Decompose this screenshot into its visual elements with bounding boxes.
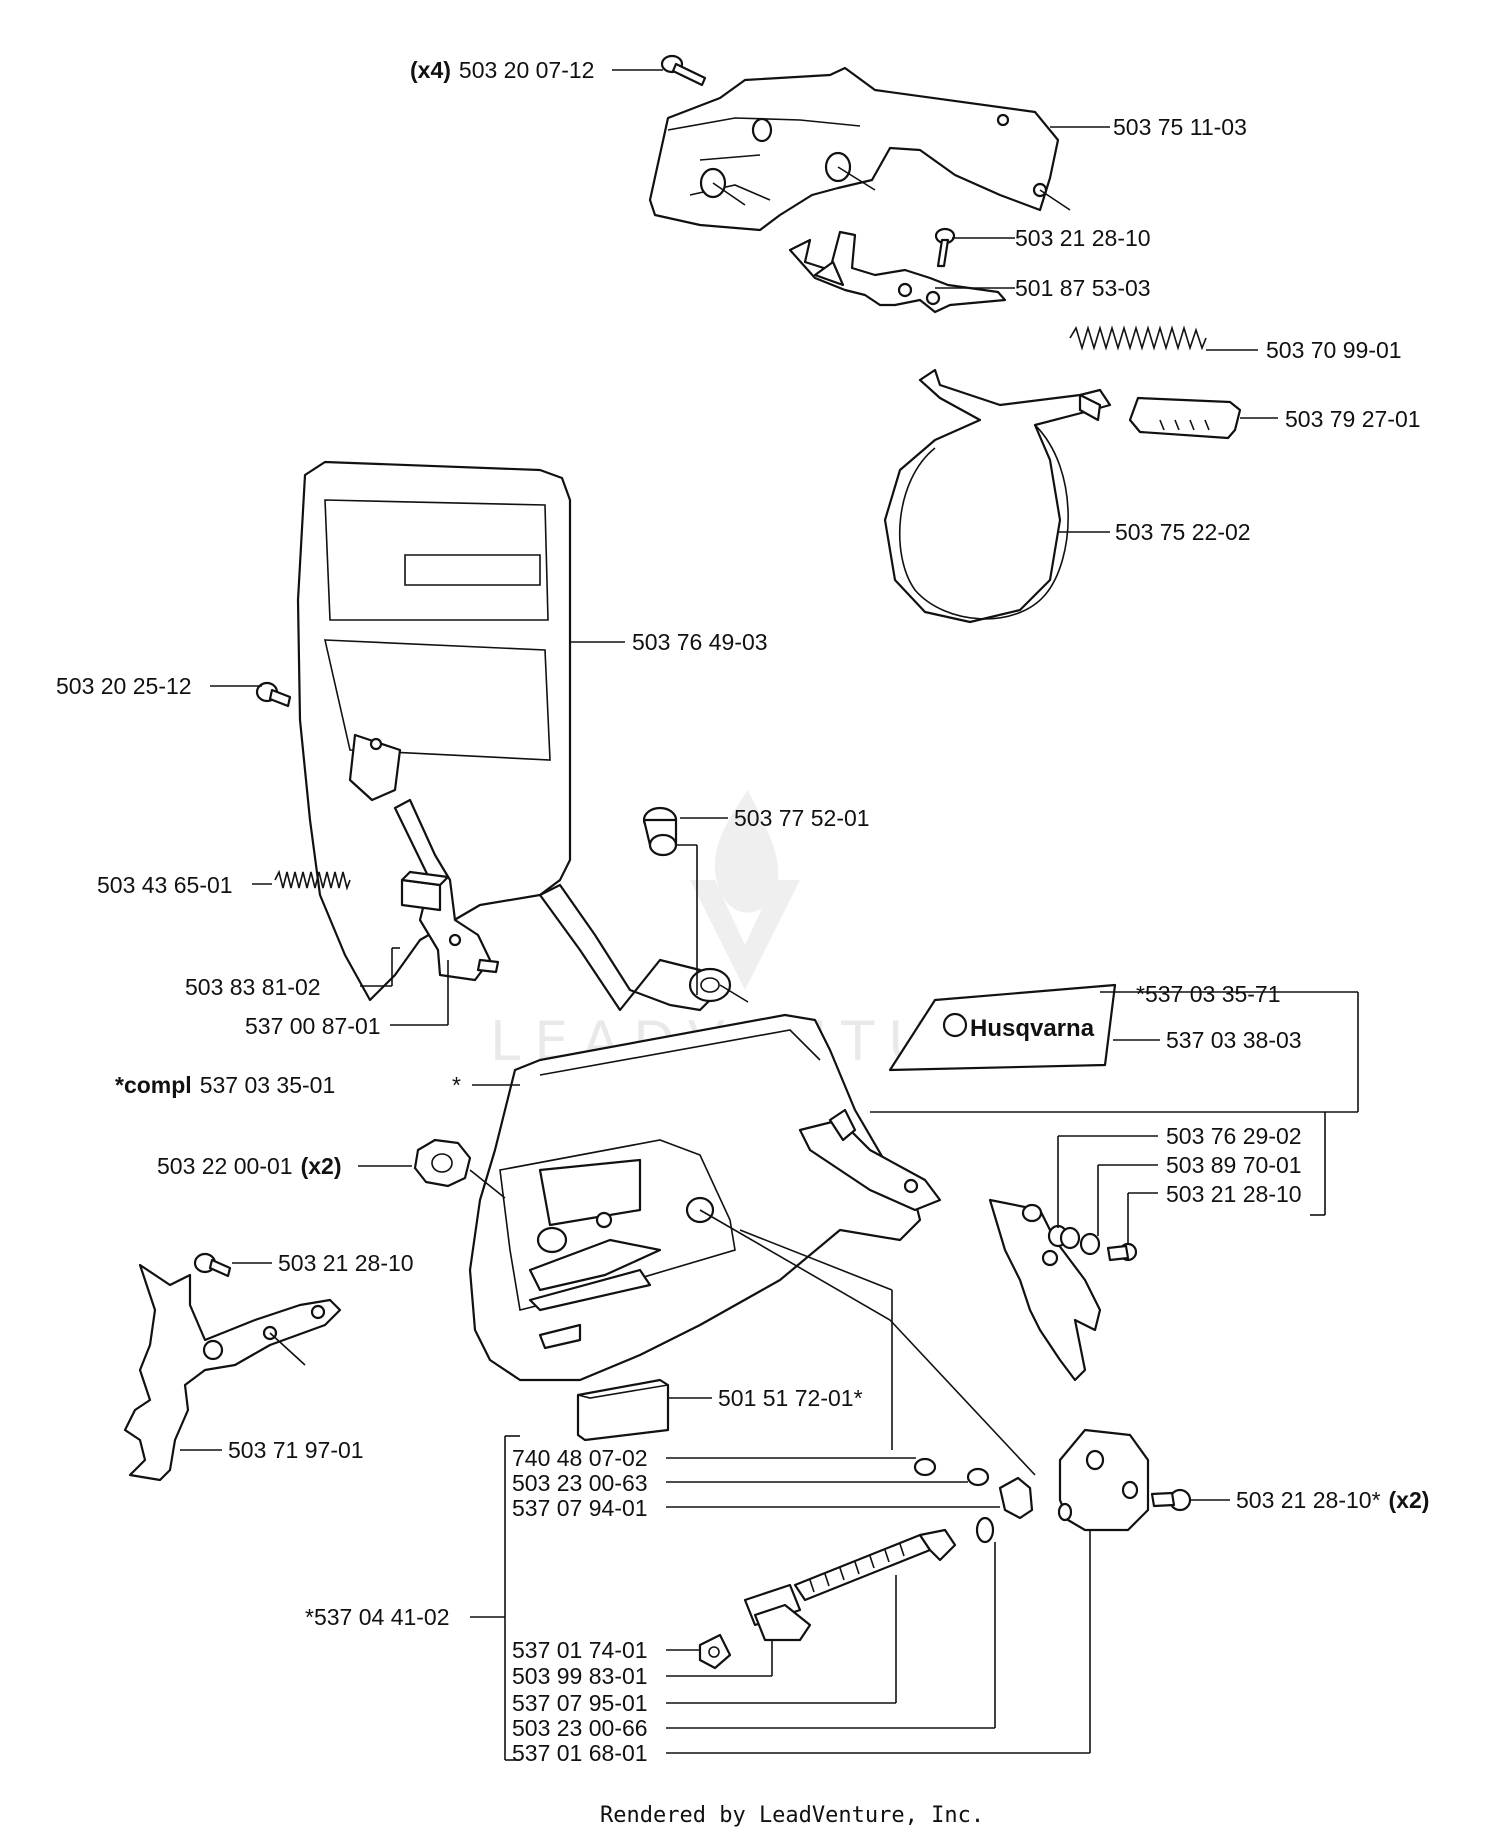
part-tensioner-screw <box>698 1516 995 1670</box>
label-503-75-22-02: 503 75 22-02 <box>1115 519 1251 545</box>
part-nut <box>413 1138 506 1199</box>
label-503-79-27-01: 503 79 27-01 <box>1285 406 1421 432</box>
part-side-plate <box>988 1198 1102 1382</box>
part-guard-lever <box>393 798 500 982</box>
label-740-48-07-02: 740 48 07-02 <box>512 1445 648 1471</box>
label-537-07-95-01: 537 07 95-01 <box>512 1690 648 1716</box>
label-503-23-00-66: 503 23 00-66 <box>512 1715 648 1741</box>
label-503-89-70-01: 503 89 70-01 <box>1166 1152 1302 1178</box>
label-537-03-38-03: 537 03 38-03 <box>1166 1027 1302 1053</box>
label-503-21-28-10-c: 503 21 28-10 <box>278 1250 414 1276</box>
label-501-87-53-03: 501 87 53-03 <box>1015 275 1151 301</box>
part-screw-brake <box>934 227 956 268</box>
label-503-21-28-10-star: 503 21 28-10*(x2) <box>1236 1487 1429 1513</box>
label-537-03-35-71: *537 03 35-71 <box>1136 981 1281 1007</box>
label-503-76-29-02: 503 76 29-02 <box>1166 1123 1302 1149</box>
label-503-75-11-03: 503 75 11-03 <box>1113 114 1247 140</box>
label-503-83-81-02: 503 83 81-02 <box>185 974 321 1000</box>
part-tensioner-bracket <box>1057 1428 1150 1532</box>
part-hand-guard <box>296 460 749 1012</box>
part-screw-top <box>660 54 707 87</box>
label-503-23-00-63: 503 23 00-63 <box>512 1470 648 1496</box>
part-brake-lever <box>788 230 1007 314</box>
part-spring-cover <box>1128 396 1242 440</box>
label-537-01-68-01: 537 01 68-01 <box>512 1740 648 1766</box>
label-503-77-52-01: 503 77 52-01 <box>734 805 870 831</box>
label-503-71-97-01: 503 71 97-01 <box>228 1437 364 1463</box>
part-washers-screw <box>1047 1224 1138 1262</box>
leader-lines <box>180 69 1359 1761</box>
label-503-20-25-12: 503 20 25-12 <box>56 673 192 699</box>
label-537-07-94-01: 537 07 94-01 <box>512 1495 648 1521</box>
part-clutch-cover <box>468 1013 1036 1476</box>
part-blade-guard-top <box>648 66 1071 232</box>
footer-credit: Rendered by LeadVenture, Inc. <box>600 1803 984 1828</box>
label-501-51-72-01: 501 51 72-01* <box>718 1385 863 1411</box>
label-503-70-99-01: 503 70 99-01 <box>1266 337 1402 363</box>
part-small-spring <box>274 869 351 891</box>
part-labels: (x4)503 20 07-12 503 75 11-03 503 21 28-… <box>56 57 1429 1766</box>
decal-brand: Husqvarna <box>970 1015 1095 1042</box>
part-adjuster-gear <box>913 1457 1034 1520</box>
label-503-21-28-10-a: 503 21 28-10 <box>1015 225 1151 251</box>
part-spring <box>1069 325 1207 351</box>
label-503-21-28-10-b: 503 21 28-10 <box>1166 1181 1302 1207</box>
label-503-76-49-03: 503 76 49-03 <box>632 629 768 655</box>
part-brake-band <box>883 368 1112 624</box>
part-screw-bracket <box>1150 1488 1192 1512</box>
decal: Husqvarna <box>888 983 1117 1072</box>
label-537-01-74-01: 537 01 74-01 <box>512 1637 648 1663</box>
part-pad <box>576 1378 670 1442</box>
part-bushing <box>642 806 678 857</box>
label-503-99-83-01: 503 99 83-01 <box>512 1663 648 1689</box>
part-block <box>400 870 450 912</box>
label-asterisk: * <box>452 1072 461 1098</box>
part-rear-handle <box>123 1263 342 1482</box>
label-537-00-87-01: 537 00 87-01 <box>245 1013 381 1039</box>
label-503-43-65-01: 503 43 65-01 <box>97 872 233 898</box>
label-503-20-07-12: (x4)503 20 07-12 <box>410 57 594 83</box>
part-screw-guard <box>255 681 292 708</box>
label-503-22-00-01: 503 22 00-01(x2) <box>157 1153 341 1179</box>
label-537-04-41-02: *537 04 41-02 <box>305 1604 450 1630</box>
part-screw-handle <box>193 1252 232 1278</box>
